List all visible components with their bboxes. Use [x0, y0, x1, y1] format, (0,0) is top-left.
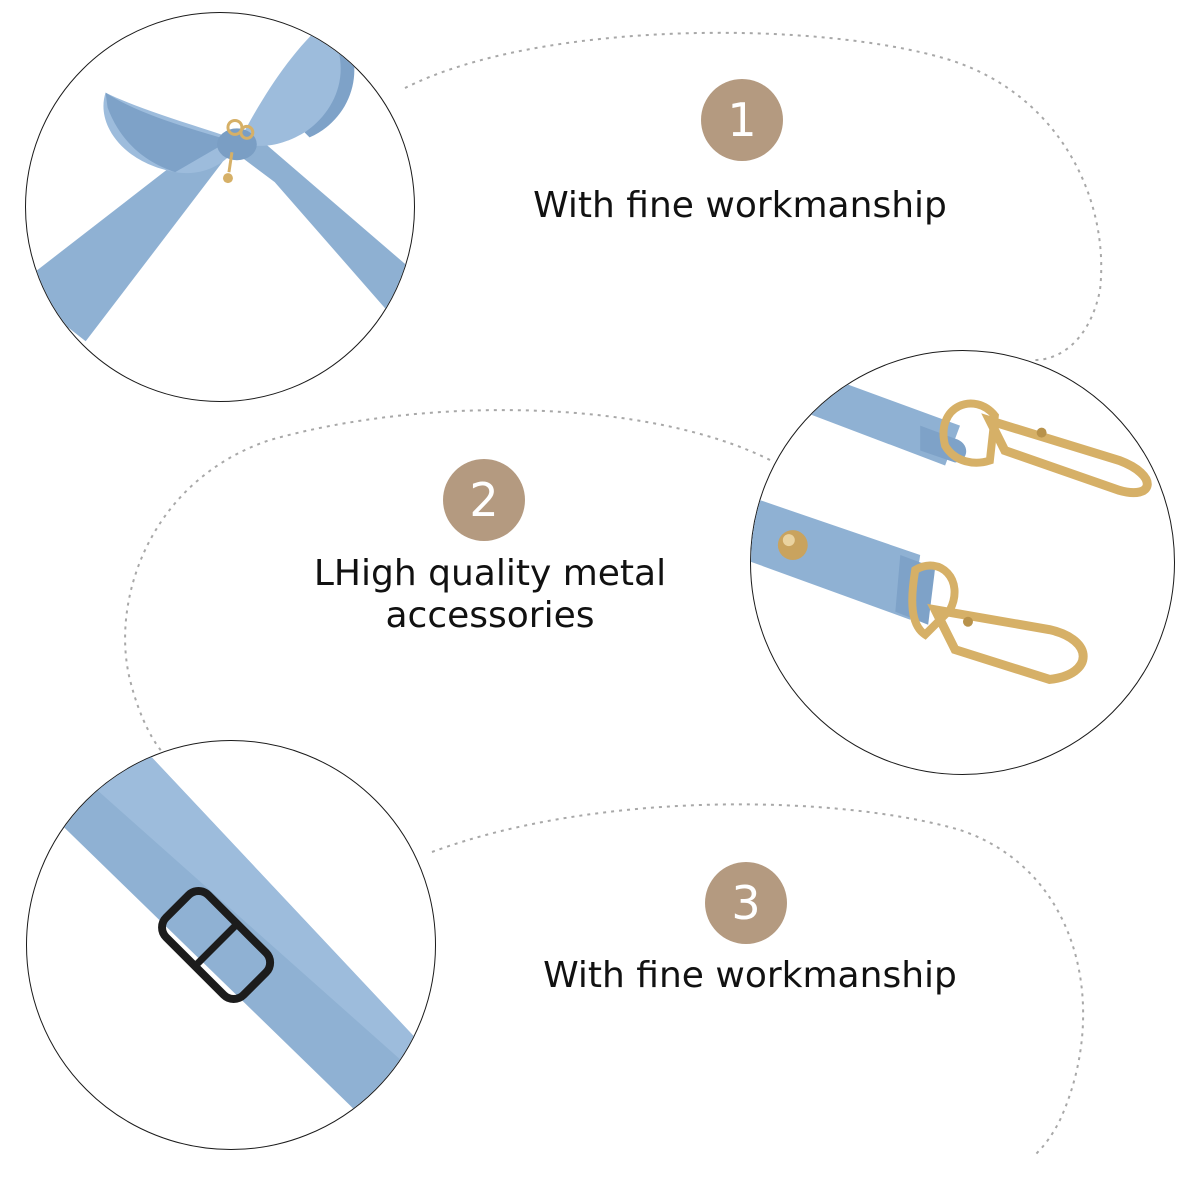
feature-number-badge-1: 1 [701, 79, 783, 161]
feature-caption-1: With fine workmanship [533, 185, 947, 226]
strap-buckle-icon [46, 741, 435, 1149]
photo-gold-clasps [750, 350, 1175, 775]
photo-strap-buckle [26, 740, 436, 1150]
gold-clasp-icon [751, 370, 1152, 685]
photo-ribbon-bow [25, 12, 415, 402]
feature-number-badge-2: 2 [443, 459, 525, 541]
feature-caption-2: LHigh quality metal accessories [313, 553, 667, 636]
feature-number-badge-3: 3 [705, 862, 787, 944]
feature-caption-3: With fine workmanship [543, 955, 957, 996]
ribbon-bow-icon [26, 22, 414, 342]
